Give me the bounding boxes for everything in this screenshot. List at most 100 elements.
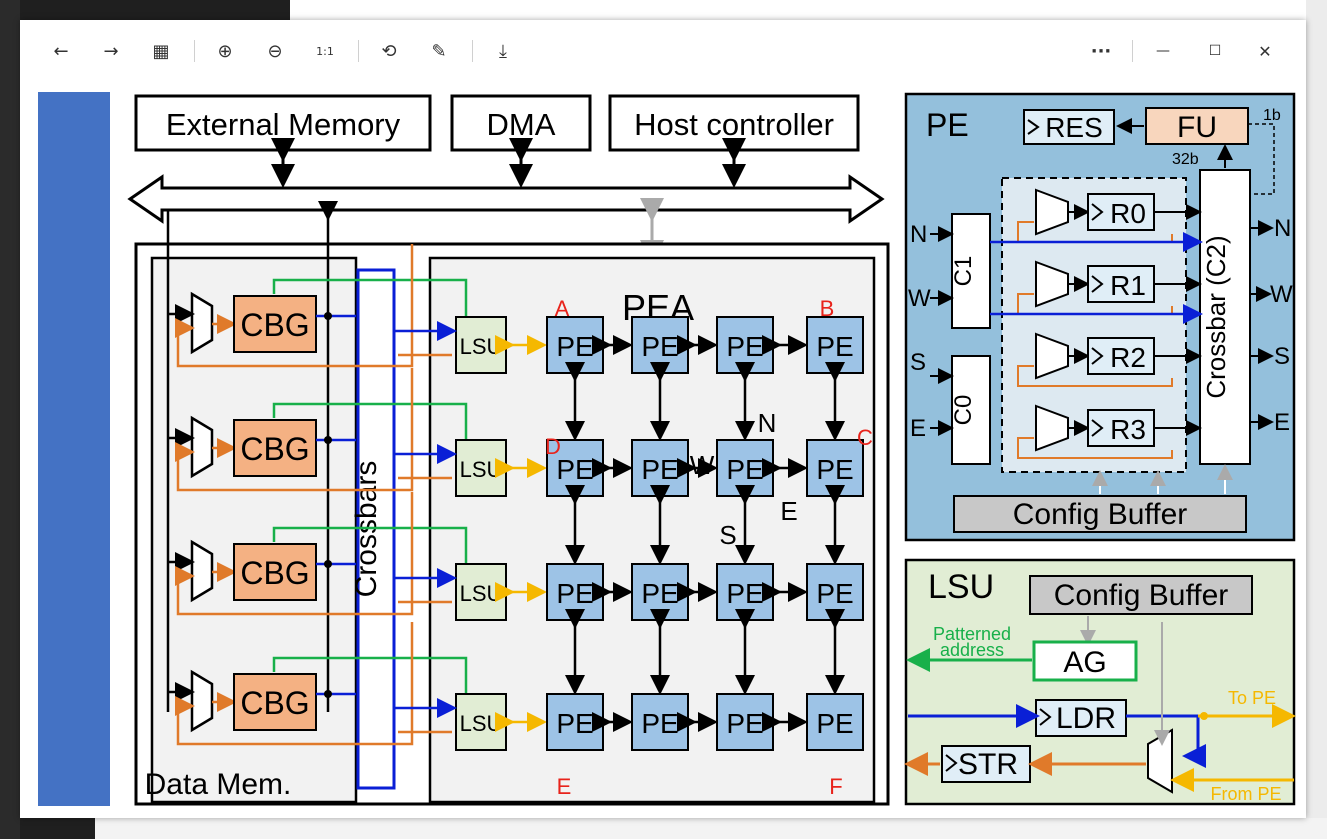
fu-32b-label: 32b bbox=[1172, 151, 1199, 168]
maximize-icon[interactable]: ☐ bbox=[1208, 43, 1222, 59]
host-controller-box: Host controller bbox=[608, 94, 860, 152]
slide-sidebar bbox=[38, 92, 110, 806]
cbg-label: CBG bbox=[240, 307, 309, 343]
edit-icon[interactable]: ✎ bbox=[431, 40, 447, 62]
str-register: STR bbox=[958, 748, 1018, 781]
pe-label: PE bbox=[556, 331, 593, 362]
red-label-d: D bbox=[545, 434, 561, 459]
more-options-icon[interactable]: ··· bbox=[1090, 40, 1112, 62]
red-label-f: F bbox=[829, 774, 842, 799]
register-r2: R2 bbox=[1110, 342, 1146, 373]
pe-detail-n-out: N bbox=[1274, 215, 1291, 242]
background-right-panel bbox=[1306, 0, 1327, 839]
system-bus-arrow bbox=[127, 174, 885, 224]
cbg-row: CBG bbox=[168, 622, 468, 746]
svg-text:External Memory: External Memory bbox=[166, 107, 401, 142]
cbg-label: CBG bbox=[240, 685, 309, 721]
svg-text:DMA: DMA bbox=[487, 107, 556, 142]
cbg-row: CBG bbox=[168, 368, 468, 492]
pe-label: PE bbox=[816, 331, 853, 362]
architecture-diagram-image: External Memory DMA Host controller Data… bbox=[38, 92, 1296, 806]
address-label: address bbox=[940, 640, 1004, 660]
fu-unit: FU bbox=[1177, 111, 1217, 144]
pe-detail-w-out: W bbox=[1270, 281, 1293, 308]
pe-label: PE bbox=[726, 331, 763, 362]
label-south: S bbox=[719, 520, 736, 550]
pe-label: PE bbox=[726, 578, 763, 609]
forward-icon[interactable]: → bbox=[103, 40, 119, 62]
toolbar-divider bbox=[472, 40, 473, 62]
actual-size-icon[interactable]: 1:1 bbox=[316, 44, 334, 58]
pe-detail-s-in: S bbox=[910, 349, 926, 376]
lsu-detail-title: LSU bbox=[928, 568, 994, 606]
background-bottom-strip bbox=[95, 818, 1327, 839]
c1-box: C1 bbox=[950, 256, 977, 287]
data-mem-label: Data Mem. bbox=[145, 768, 292, 801]
lsu-label: LSU bbox=[460, 581, 503, 606]
dma-box: DMA bbox=[450, 94, 592, 152]
lsu-config-buffer: Config Buffer bbox=[1054, 579, 1229, 612]
red-label-e: E bbox=[557, 774, 572, 799]
pe-label: PE bbox=[641, 331, 678, 362]
pe-label: PE bbox=[556, 708, 593, 739]
back-icon[interactable]: ← bbox=[53, 40, 69, 62]
patterned-label: Patterned bbox=[933, 624, 1011, 644]
red-label-b: B bbox=[820, 296, 835, 321]
lsu-detail-panel: LSU Config Buffer AG Patterned address L… bbox=[904, 558, 1296, 806]
save-icon[interactable]: ⤓ bbox=[499, 40, 507, 62]
svg-text:Host controller: Host controller bbox=[634, 107, 834, 142]
zoom-out-icon[interactable]: ⊖ bbox=[267, 40, 283, 62]
lsu-box bbox=[455, 316, 507, 374]
pe-detail-e-out: E bbox=[1274, 409, 1290, 436]
register-r0: R0 bbox=[1110, 198, 1146, 229]
lsu-label: LSU bbox=[460, 457, 503, 482]
red-label-c: C bbox=[857, 425, 873, 450]
fu-1b-label: 1b bbox=[1263, 107, 1281, 124]
pe-detail-e-in: E bbox=[910, 415, 926, 442]
gallery-icon[interactable]: ▦ bbox=[152, 40, 170, 62]
pe-detail-w-in: W bbox=[908, 285, 931, 312]
rotate-icon[interactable]: ⟲ bbox=[381, 40, 397, 62]
pe-config-buffer: Config Buffer bbox=[1013, 498, 1188, 531]
pe-box bbox=[806, 693, 864, 751]
cbg-label: CBG bbox=[240, 431, 309, 467]
pe-label: PE bbox=[726, 454, 763, 485]
background-window-strip bbox=[290, 0, 1327, 22]
cbg-row: CBG bbox=[168, 244, 468, 368]
ldr-register: LDR bbox=[1056, 702, 1116, 735]
toolbar-divider bbox=[1132, 40, 1133, 62]
cbg-row: CBG bbox=[168, 492, 468, 616]
close-icon[interactable]: ✕ bbox=[1258, 41, 1272, 61]
zoom-in-icon[interactable]: ⊕ bbox=[217, 40, 233, 62]
pe-label: PE bbox=[816, 708, 853, 739]
external-memory-box: External Memory bbox=[134, 94, 432, 152]
pe-label: PE bbox=[556, 578, 593, 609]
cbg-rows: CBG CBG CBG CBG bbox=[168, 244, 468, 746]
c0-box: C0 bbox=[950, 395, 977, 426]
pe-label: PE bbox=[556, 454, 593, 485]
label-east: E bbox=[780, 496, 797, 526]
minimize-icon[interactable]: — bbox=[1156, 43, 1170, 59]
red-label-a: A bbox=[555, 296, 570, 321]
cbg-label: CBG bbox=[240, 555, 309, 591]
register-r3: R3 bbox=[1110, 414, 1146, 445]
pe-detail-n-in: N bbox=[910, 221, 927, 248]
pe-detail-panel: PE RES FU 1b 32b C1 C0 Crossbar (C2) R0R… bbox=[904, 92, 1296, 542]
pe-detail-s-out: S bbox=[1274, 343, 1290, 370]
ag-box: AG bbox=[1063, 646, 1106, 679]
label-west: W bbox=[690, 450, 715, 480]
toolbar-divider bbox=[194, 40, 195, 62]
viewer-toolbar: ← → ▦ ⊕ ⊖ 1:1 ⟲ ✎ ⤓ ··· — ☐ ✕ bbox=[20, 20, 1306, 82]
toolbar-divider bbox=[358, 40, 359, 62]
from-pe-label: From PE bbox=[1210, 784, 1281, 804]
pe-detail-title: PE bbox=[926, 107, 969, 143]
pe-label: PE bbox=[816, 578, 853, 609]
pe-label: PE bbox=[816, 454, 853, 485]
register-r1: R1 bbox=[1110, 270, 1146, 301]
pe-label: PE bbox=[641, 454, 678, 485]
image-viewer-window: ← → ▦ ⊕ ⊖ 1:1 ⟲ ✎ ⤓ ··· — ☐ ✕ External bbox=[20, 20, 1306, 818]
pe-label: PE bbox=[641, 708, 678, 739]
to-pe-label: To PE bbox=[1228, 688, 1276, 708]
lsu-label: LSU bbox=[460, 711, 503, 736]
